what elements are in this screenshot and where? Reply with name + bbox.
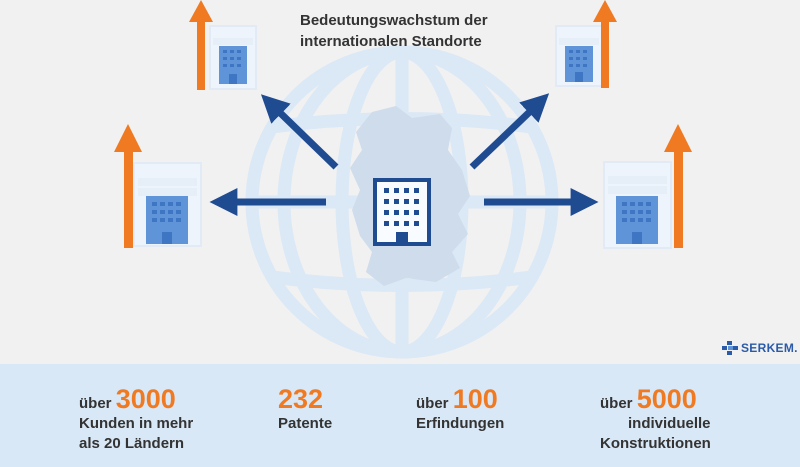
site-left-upper [189, 0, 257, 90]
growth-arrow-icon [593, 0, 617, 88]
stat-label: Kunden in mehr [79, 415, 194, 432]
brand-logo: SERKEM. [722, 339, 798, 357]
stat-label: Konstruktionen [600, 435, 711, 452]
growth-arrow-icon [189, 0, 213, 90]
stat-prefix: über [79, 395, 112, 412]
stat-prefix: über [600, 395, 633, 412]
title-line-2: internationalen Standorte [300, 33, 482, 50]
stat-number: 3000 [115, 384, 176, 414]
logo-text: SERKEM. [741, 341, 798, 355]
site-left-lower [114, 124, 202, 248]
title-line-1: Bedeutungswachstum der [300, 12, 488, 29]
stat-customers: über 3000 Kunden in mehr als 20 Ländern [79, 386, 193, 454]
growth-arrow-icon [114, 124, 142, 248]
stat-inventions: über 100 Erfindungen [416, 386, 504, 434]
stats-band: über 3000 Kunden in mehr als 20 Ländern … [0, 364, 800, 467]
stat-patents: 232 Patente [278, 386, 332, 434]
stat-label: Patente [278, 415, 333, 432]
stat-label: Erfindungen [416, 415, 505, 432]
stat-constructions: über 5000 individuelle Konstruktionen [600, 386, 711, 454]
serkem-logo-icon [722, 341, 738, 355]
expansion-arrow-icon [260, 94, 339, 170]
office-building-icon [373, 178, 431, 246]
stat-label: individuelle [628, 415, 711, 432]
expansion-arrow-icon [469, 93, 550, 170]
stat-prefix: über [416, 395, 449, 412]
stat-number: 232 [278, 384, 324, 414]
stat-label: als 20 Ländern [79, 435, 185, 452]
stat-number: 100 [452, 384, 498, 414]
globe-illustration [114, 0, 692, 359]
site-right-lower [603, 124, 692, 249]
infographic-title: Bedeutungswachstum der internationalen S… [300, 10, 520, 52]
expansion-arrows [209, 93, 599, 216]
site-right-upper [555, 0, 617, 88]
growth-arrow-icon [664, 124, 692, 248]
stat-number: 5000 [636, 384, 697, 414]
